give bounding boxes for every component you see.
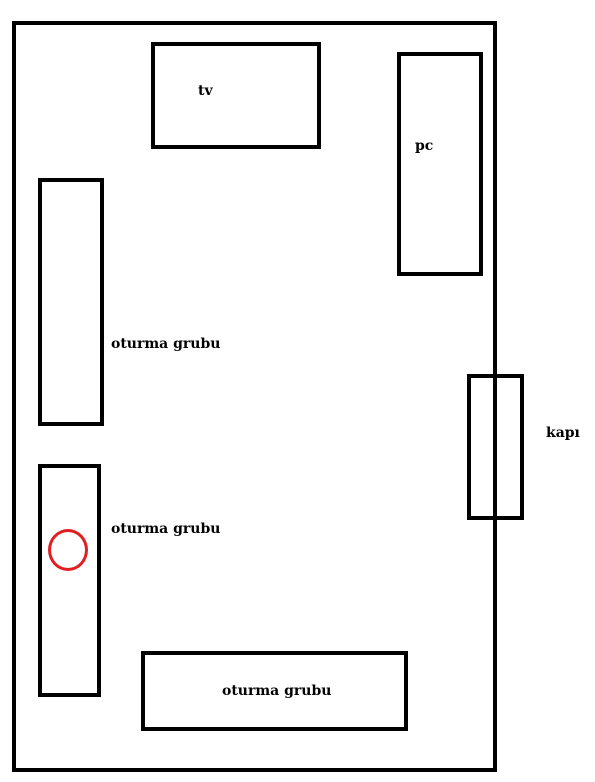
position-marker-circle: [48, 529, 88, 571]
sofa-bottom-label: oturma grubu: [222, 683, 332, 699]
door-box: [467, 374, 524, 520]
sofa-bottom-box: [141, 651, 408, 731]
room-outline: [12, 21, 497, 772]
sofa-left-top-label: oturma grubu: [111, 336, 221, 352]
pc-box: [397, 52, 483, 276]
sofa-left-bottom-label: oturma grubu: [111, 521, 221, 537]
pc-label: pc: [415, 138, 434, 154]
tv-box: [151, 42, 321, 149]
tv-label: tv: [198, 83, 213, 99]
sofa-left-bottom-box: [38, 464, 101, 697]
sofa-left-top-box: [38, 178, 104, 426]
door-label: kapı: [546, 425, 580, 441]
